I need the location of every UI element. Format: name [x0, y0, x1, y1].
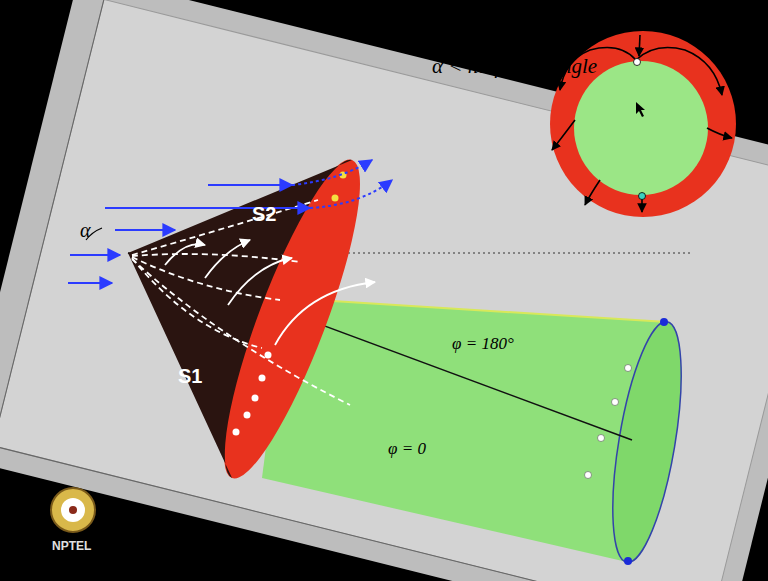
freestream-arrows [68, 160, 392, 283]
surface-label: S1 [178, 366, 202, 386]
angle-label: α [80, 220, 91, 240]
crossflow-arrows [165, 240, 375, 345]
logo [51, 488, 95, 532]
azimuth-label: φ = 180° [452, 335, 514, 352]
body-cone [128, 148, 384, 490]
surface-label: S2 [252, 204, 276, 224]
logo-text: NPTEL [52, 540, 91, 552]
note-text: α < half cone angle [432, 56, 597, 77]
azimuth-label: φ = 0 [388, 440, 426, 457]
